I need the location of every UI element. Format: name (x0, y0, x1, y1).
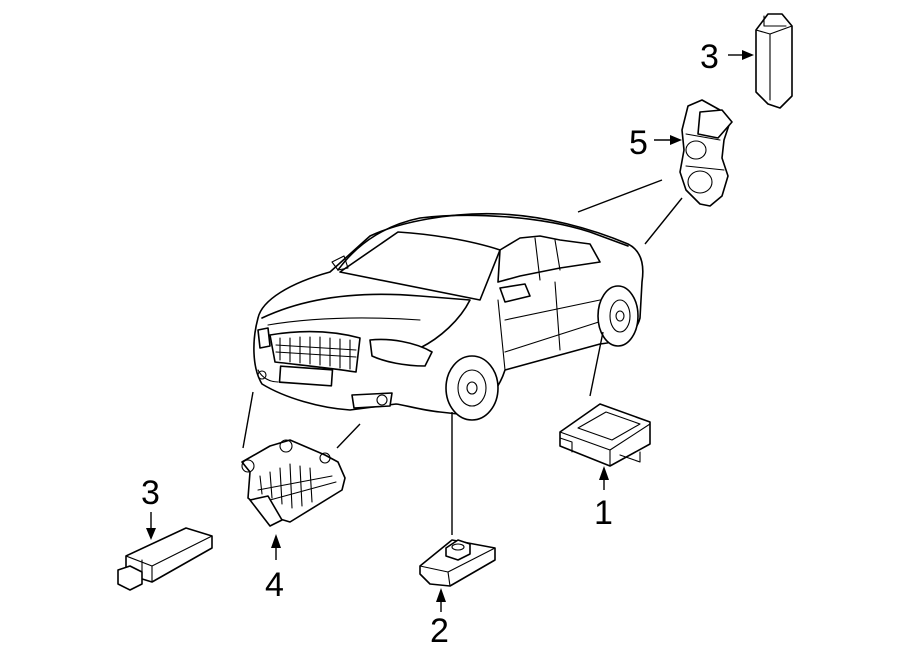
callout-3-top: 3 (700, 38, 719, 76)
arrow-2 (436, 588, 446, 612)
part-3-module-left (117, 527, 213, 591)
callout-5: 5 (629, 124, 648, 162)
callout-2: 2 (430, 612, 449, 650)
arrow-3-left (146, 512, 156, 540)
callout-3-left: 3 (141, 474, 160, 512)
part-4-bracket (241, 439, 346, 527)
part-1-control-module (559, 403, 651, 467)
part-3-module-top (755, 13, 793, 109)
part-5-mount (679, 99, 733, 207)
arrow-3-top (728, 50, 754, 60)
arrow-1 (599, 466, 609, 490)
arrow-5 (654, 135, 682, 145)
leader-lines (242, 179, 683, 535)
part-2-sensor (419, 539, 496, 587)
arrow-4 (271, 534, 281, 560)
callout-4: 4 (265, 566, 284, 604)
sedan-illustration (253, 212, 644, 421)
callout-1: 1 (594, 494, 613, 532)
